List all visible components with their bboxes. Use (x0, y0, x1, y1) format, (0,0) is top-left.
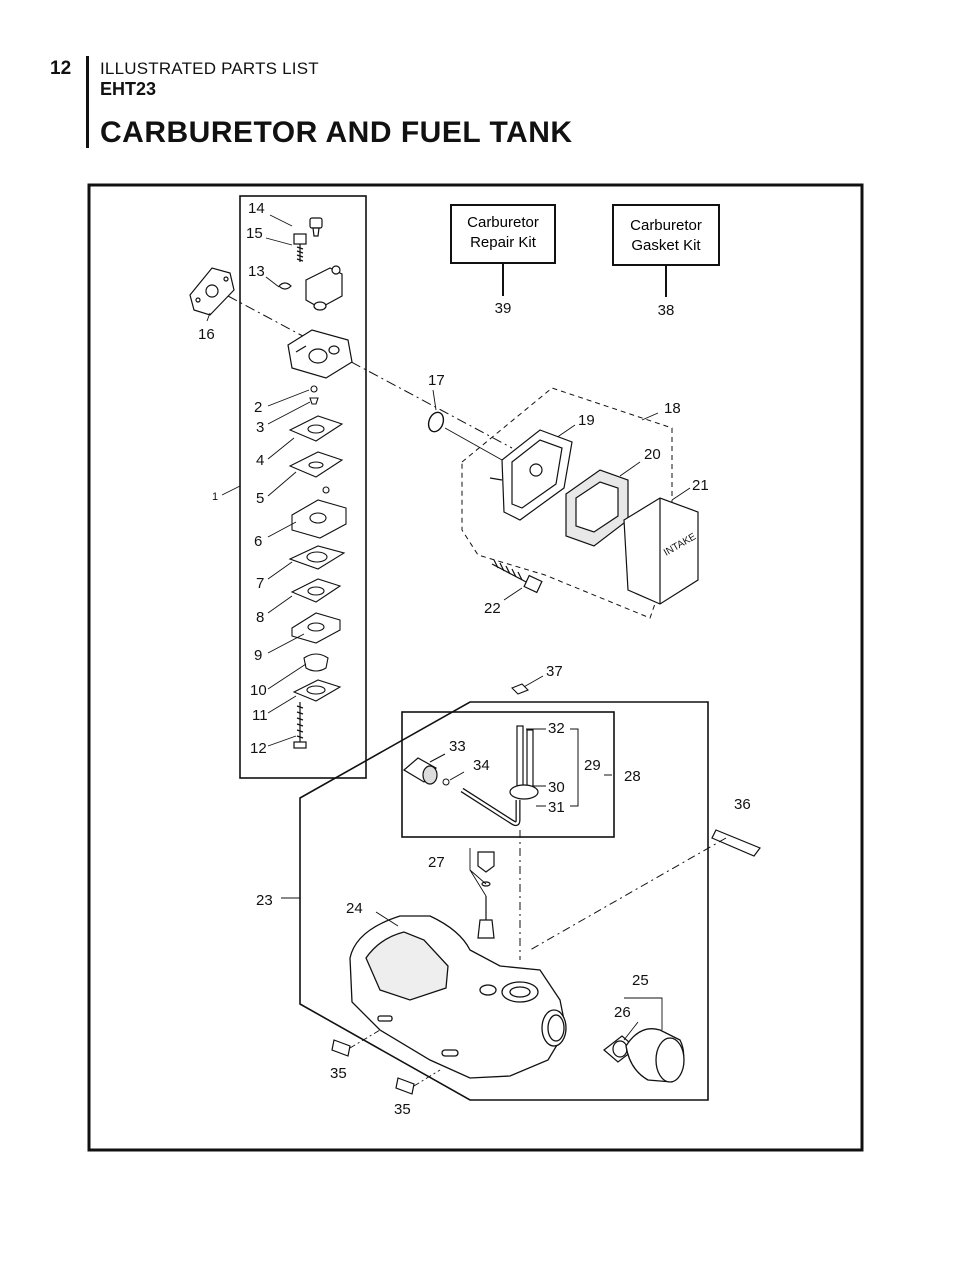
carburetor-group-box (239, 195, 367, 779)
air-cleaner-group-box (461, 387, 673, 619)
callout-38: 38 (658, 302, 675, 319)
part-carb-top-cover (305, 265, 343, 311)
callout-15: 15 (246, 225, 263, 242)
page-number: 12 (50, 58, 72, 79)
callout-23: 23 (256, 892, 273, 909)
part-5-diaphragm (288, 451, 344, 478)
part-19-cleaner-base (489, 429, 573, 521)
assembly-axis-36 (529, 837, 727, 951)
part-25-fuel-cap (625, 1028, 685, 1083)
part-35-pad-b (395, 1077, 415, 1095)
part-4-gasket (288, 415, 344, 442)
part-carburetor-body (287, 329, 353, 379)
part-17-leader (444, 427, 503, 461)
gasket-kit-box (612, 204, 720, 297)
callout-24: 24 (346, 900, 363, 917)
callout-31: 31 (548, 799, 565, 816)
callout-4: 4 (256, 452, 264, 469)
part-7-gasket (288, 545, 346, 570)
callout-14: 14 (248, 200, 265, 217)
callout-35b: 35 (394, 1101, 411, 1118)
part-13-clip (278, 282, 292, 290)
part-17-oring (427, 411, 445, 433)
carb-leader-lines (206, 214, 691, 747)
part-15-screw (293, 233, 307, 262)
callout-33: 33 (449, 738, 466, 755)
part-20-filter (565, 469, 629, 547)
model-name: EHT23 (100, 79, 157, 99)
callout-21: 21 (692, 477, 709, 494)
part-21-air-cover (623, 497, 699, 605)
fuel-pipe-group-box (401, 711, 615, 838)
callout-39: 39 (495, 300, 512, 317)
callout-9: 9 (254, 647, 262, 664)
repair-kit-line1: Carburetor (467, 214, 539, 231)
gasket-kit-line1: Carburetor (630, 217, 702, 234)
callout-22: 22 (484, 600, 501, 617)
part-11-plate (292, 679, 342, 702)
part-36-pad (711, 829, 761, 857)
part-37-clip (511, 683, 529, 695)
part-35-pad-a (331, 1039, 351, 1057)
gasket-kit-line2: Gasket Kit (631, 237, 701, 254)
repair-kit-box (450, 204, 556, 296)
fuel-tank-group-box (299, 701, 709, 1101)
callout-11: 11 (252, 707, 268, 724)
callout-32: 32 (548, 720, 565, 737)
part-29-fuel-tubes (460, 725, 539, 827)
callout-27: 27 (428, 854, 445, 871)
callout-28: 28 (624, 768, 641, 785)
callout-2: 2 (254, 399, 262, 416)
callout-16: 16 (198, 326, 215, 343)
part-24-leader (375, 911, 399, 927)
part-8-diaphragm (290, 578, 342, 603)
part-12-screw (293, 702, 307, 749)
callout-10: 10 (250, 682, 267, 699)
pipe-leader-lines (281, 728, 612, 899)
part-2-oring (310, 385, 318, 393)
callout-3: 3 (256, 419, 264, 436)
part-22-bolt (491, 559, 543, 594)
callout-37: 37 (546, 663, 563, 680)
callout-19: 19 (578, 412, 595, 429)
part-9-cover (291, 612, 341, 644)
callout-13: 13 (248, 263, 265, 280)
callout-30: 30 (548, 779, 565, 796)
diagram-frame (87, 183, 864, 1152)
part-16-insulator (189, 267, 235, 316)
callout-17: 17 (428, 372, 445, 389)
part-33-fuel-filter (402, 757, 438, 785)
callout-29: 29 (584, 757, 601, 774)
part-24-fuel-tank (349, 915, 567, 1079)
callout-34: 34 (473, 757, 490, 774)
callout-35a: 35 (330, 1065, 347, 1082)
part-14-screw (309, 217, 323, 237)
repair-kit-line2: Repair Kit (470, 234, 537, 251)
part-10-primer (303, 653, 329, 672)
page-header: 12 ILLUSTRATED PARTS LIST EHT23 CARBURET… (0, 0, 980, 160)
part-tank-neck (541, 1009, 567, 1047)
callout-20: 20 (644, 446, 661, 463)
part-3-needle (309, 397, 319, 405)
part-34-clip (442, 778, 450, 786)
callout-18: 18 (664, 400, 681, 417)
callout-8: 8 (256, 609, 264, 626)
callout-26: 26 (614, 1004, 631, 1021)
callout-25: 25 (632, 972, 649, 989)
header-divider (86, 56, 89, 148)
callout-36: 36 (734, 796, 751, 813)
assembly-axis-carb (227, 295, 513, 449)
part-27-vent-valve (477, 851, 495, 939)
section-title: ILLUSTRATED PARTS LIST (100, 59, 319, 78)
callout-6: 6 (254, 533, 262, 550)
page-title: CARBURETOR AND FUEL TANK (100, 116, 573, 149)
callout-7: 7 (256, 575, 264, 592)
callout-5: 5 (256, 490, 264, 507)
callout-12: 12 (250, 740, 267, 757)
callout-1: 1 (212, 491, 218, 503)
